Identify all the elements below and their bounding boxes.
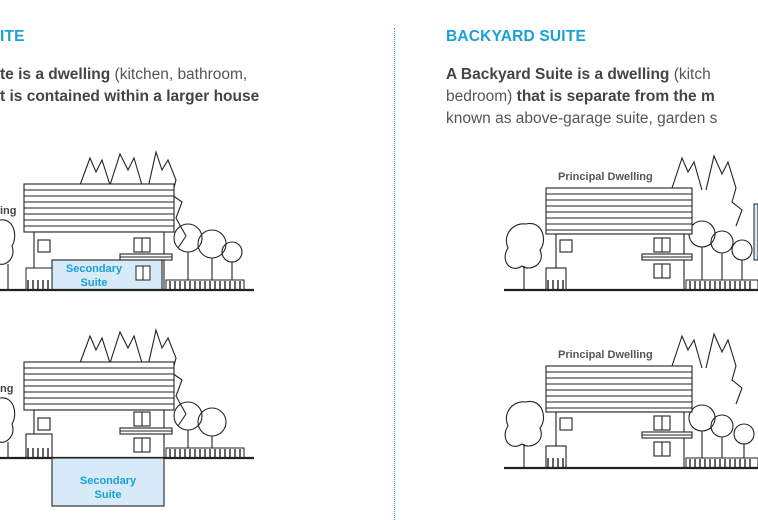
backyard-suite-edge — [753, 203, 758, 261]
backyard-suite-figure-1: Principal Dwelling — [504, 154, 758, 292]
left-line1-rest: (kitchen, bathroom, — [110, 66, 248, 83]
house-icon — [23, 361, 175, 459]
basement-suite-area — [51, 457, 165, 507]
right-line2-bold: that is separate from the m — [516, 88, 715, 105]
house-icon — [545, 365, 693, 469]
suite-label-line-1: Secondary — [80, 475, 137, 487]
left-line2-bold: t is contained within a larger house — [0, 88, 260, 105]
suite-label-line-2: Suite — [81, 277, 108, 289]
left-description-line-2: t is contained within a larger house — [0, 86, 259, 108]
fence-icon — [685, 279, 758, 291]
right-line1-rest: (kitch — [669, 66, 711, 83]
right-line2-pre: bedroom) — [446, 88, 517, 105]
secondary-suite-figure-2: Secondary Suite ng — [0, 327, 254, 507]
left-heading: ITE — [0, 28, 25, 45]
fence-icon — [685, 457, 758, 469]
right-description-line-1: A Backyard Suite is a dwelling (kitch — [446, 64, 711, 86]
principal-dwelling-label: Principal Dwelling — [558, 171, 653, 183]
dwelling-label-partial: ing — [0, 205, 17, 217]
suite-label-line-1: Secondary — [66, 263, 123, 275]
left-line1-bold: te is a dwelling — [0, 66, 111, 83]
column-divider — [394, 28, 395, 520]
dwelling-label-partial: ng — [0, 383, 13, 395]
principal-dwelling-label: Principal Dwelling — [558, 349, 653, 361]
right-description-line-2: bedroom) that is separate from the m — [446, 86, 715, 108]
secondary-suite-figure-1: ing Secondary Suite — [0, 149, 254, 292]
right-description-line-3: known as above-garage suite, garden s — [446, 110, 718, 127]
suite-label-line-2: Suite — [95, 489, 122, 501]
left-description-line-1: te is a dwelling (kitchen, bathroom, — [0, 64, 247, 86]
right-line1-bold: A Backyard Suite is a dwelling — [446, 66, 670, 83]
house-icon — [545, 187, 693, 291]
backyard-suite-figure-2: Principal Dwelling — [504, 332, 758, 470]
right-heading: BACKYARD SUITE — [446, 28, 587, 45]
